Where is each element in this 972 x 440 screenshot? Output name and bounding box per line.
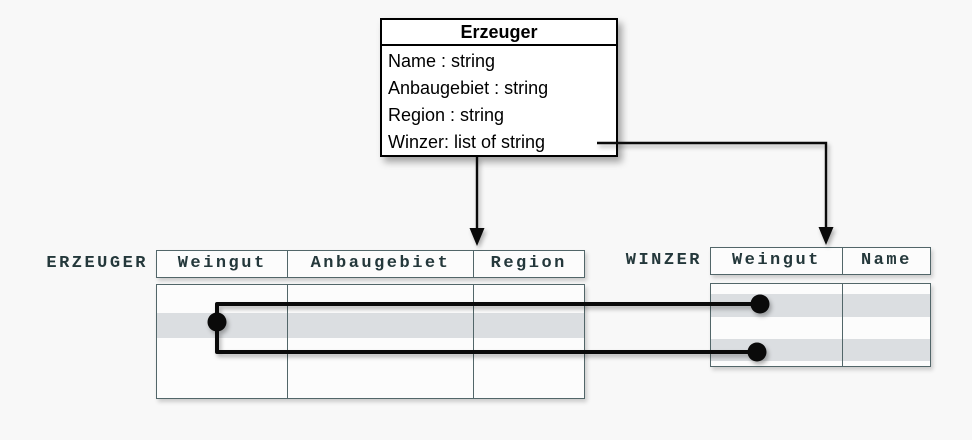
arrowhead-down-icon: [818, 227, 834, 245]
class-title: Erzeuger: [382, 20, 616, 46]
winzer-highlighted-row-1: [711, 294, 930, 317]
column-divider: [472, 285, 474, 398]
erzeuger-column-header-region: Region: [472, 251, 584, 277]
winzer-column-header-name: Name: [841, 248, 930, 274]
class-attribute-winzer: Winzer: list of string: [388, 132, 546, 152]
arrowhead-down-icon: [469, 228, 485, 246]
erzeuger-table-header: Weingut Anbaugebiet Region: [156, 250, 585, 278]
class-attribute-region: Region : string: [388, 105, 505, 125]
column-divider: [286, 285, 288, 398]
winzer-table-body: [710, 283, 931, 367]
column-divider: [841, 284, 843, 366]
winzer-column-header-weingut: Weingut: [731, 251, 821, 270]
erzeuger-table-label: ERZEUGER: [46, 254, 148, 273]
erzeuger-table-body: [156, 284, 585, 399]
class-attribute-name: Name : string: [388, 51, 496, 71]
class-attribute-list: Name : string Anbaugebiet : string Regio…: [382, 46, 616, 156]
erzeuger-highlighted-row: [157, 313, 584, 338]
winzer-table-label: WINZER: [625, 251, 702, 270]
winzer-highlighted-row-2: [711, 339, 930, 361]
uml-class-box-erzeuger: Erzeuger Name : string Anbaugebiet : str…: [380, 18, 618, 157]
arrow-winzer-attr-to-winzer: [597, 141, 828, 229]
class-attribute-anbaugebiet: Anbaugebiet : string: [388, 78, 549, 98]
erzeuger-column-header-weingut: Weingut: [177, 254, 267, 273]
erzeuger-column-header-anbaugebiet: Anbaugebiet: [287, 251, 472, 277]
winzer-table-header: Weingut Name: [710, 247, 931, 275]
